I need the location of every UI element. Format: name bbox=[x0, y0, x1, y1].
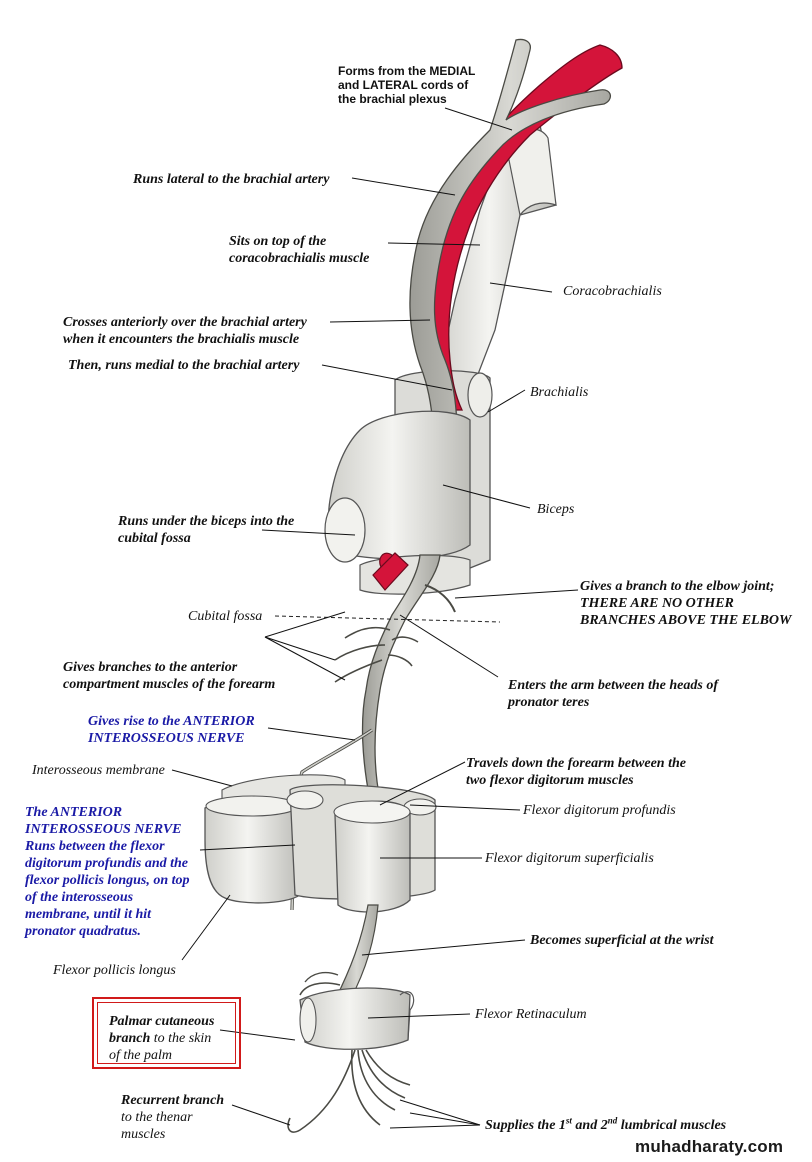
retinaculum-right-end bbox=[399, 991, 415, 1041]
supplies-post: lumbrical muscles bbox=[617, 1118, 727, 1133]
label-runs-under-biceps: Runs under the biceps into the cubital f… bbox=[118, 513, 294, 547]
fdp-top bbox=[286, 790, 324, 810]
label-palmar-rest2: of the palm bbox=[109, 1048, 172, 1063]
palmar-cutaneous-branch bbox=[299, 982, 341, 996]
label-anterior-branches-line2: compartment muscles of the forearm bbox=[63, 677, 276, 692]
label-coracobrachialis: Coracobrachialis bbox=[563, 284, 662, 299]
label-crosses-line2: when it encounters the brachialis muscle bbox=[63, 332, 300, 347]
label-ain-desc-line4: of the interosseous bbox=[25, 890, 134, 905]
label-crosses: Crosses anteriorly over the brachial art… bbox=[63, 314, 307, 348]
supplies-sup2: nd bbox=[607, 1115, 618, 1126]
label-enters-arm-line1: Enters the arm between the heads of bbox=[508, 678, 719, 693]
cubital-fossa-line bbox=[274, 615, 501, 623]
label-supplies-lumbricals: Supplies the 1st and 2nd lumbrical muscl… bbox=[485, 1115, 727, 1134]
label-cubital-fossa: Cubital fossa bbox=[188, 609, 263, 624]
label-biceps: Biceps bbox=[537, 502, 575, 517]
label-ain-desc-line1: Runs between the flexor bbox=[25, 839, 165, 854]
label-no-other-line2: BRANCHES ABOVE THE ELBOW bbox=[580, 613, 792, 628]
label-sits-on-top-line1: Sits on top of the bbox=[229, 234, 327, 249]
label-crosses-line1: Crosses anteriorly over the brachial art… bbox=[63, 315, 307, 330]
label-ain-desc-line3: flexor pollicis longus, on top bbox=[25, 873, 190, 888]
label-flexor-retinaculum: Flexor Retinaculum bbox=[475, 1007, 587, 1022]
palmar-highlight-box bbox=[92, 997, 241, 1069]
label-enters-arm: Enters the arm between the heads of pron… bbox=[508, 677, 718, 711]
label-travels-down-line2: two flexor digitorum muscles bbox=[466, 773, 634, 788]
label-forms-from-line2: and LATERAL cords of bbox=[338, 78, 469, 92]
label-brachialis: Brachialis bbox=[530, 385, 589, 400]
label-sits-on-top: Sits on top of the coracobrachialis musc… bbox=[229, 233, 369, 267]
label-fpl: Flexor pollicis longus bbox=[53, 963, 176, 978]
elbow-joint-branch bbox=[424, 584, 456, 613]
label-forms-from-line3: the brachial plexus bbox=[338, 92, 447, 106]
label-palmar-bold2: branch bbox=[109, 1031, 151, 1046]
palmar-cutaneous-branch-2 bbox=[304, 971, 339, 983]
label-gives-rise-ain: Gives rise to the ANTERIOR INTEROSSEOUS … bbox=[88, 713, 255, 747]
label-forms-from: Forms from the MEDIAL and LATERAL cords … bbox=[338, 64, 475, 106]
label-then-medial: Then, runs medial to the brachial artery bbox=[68, 358, 300, 373]
label-palmar-cutaneous: Palmar cutaneous branch to the skin of t… bbox=[109, 1013, 214, 1064]
fds-top bbox=[333, 800, 411, 824]
label-anterior-branches-line1: Gives branches to the anterior bbox=[63, 660, 238, 675]
label-superficial-wrist: Becomes superficial at the wrist bbox=[530, 933, 714, 948]
median-nerve-wrist bbox=[334, 904, 379, 1001]
label-runs-under-line2: cubital fossa bbox=[118, 531, 191, 546]
label-palmar-bold1: Palmar cutaneous bbox=[109, 1014, 215, 1029]
median-nerve-arm bbox=[409, 38, 611, 561]
fpl-top bbox=[205, 795, 299, 817]
retinaculum-left-end bbox=[299, 997, 317, 1043]
label-recurrent-branch: Recurrent branch to the thenar muscles bbox=[121, 1092, 224, 1143]
label-recurrent-rest1: to the thenar bbox=[121, 1110, 193, 1125]
label-ain-desc-line6: pronator quadratus. bbox=[25, 924, 141, 939]
label-ain-description: The ANTERIOR INTEROSSEOUS NERVE Runs bet… bbox=[25, 804, 190, 940]
label-ain-desc-line2: digitorum profundis and the bbox=[25, 856, 188, 871]
label-gives-rise-line2: INTEROSSEOUS NERVE bbox=[88, 731, 245, 746]
watermark: muhadharaty.com bbox=[635, 1137, 784, 1156]
leader-lines bbox=[171, 107, 579, 1129]
label-interosseous-membrane: Interosseous membrane bbox=[32, 763, 165, 778]
biceps-cut-end bbox=[324, 497, 366, 563]
label-fds: Flexor digitorum superficialis bbox=[485, 851, 654, 866]
label-sits-on-top-line2: coracobrachialis muscle bbox=[229, 251, 370, 266]
supplies-mid: and 2 bbox=[571, 1118, 608, 1133]
label-elbow-branch-line1: Gives a branch to the elbow joint; bbox=[580, 579, 775, 594]
anterior-compartment-branches bbox=[334, 626, 419, 683]
terminal-branches bbox=[287, 1049, 411, 1133]
label-runs-under-line1: Runs under the biceps into the bbox=[118, 514, 295, 529]
supplies-sup1: st bbox=[565, 1115, 572, 1126]
label-gives-rise-line1: Gives rise to the ANTERIOR bbox=[88, 714, 255, 729]
label-recurrent-rest2: muscles bbox=[121, 1127, 166, 1142]
label-forms-from-line1: Forms from the MEDIAL bbox=[338, 64, 476, 78]
label-runs-lateral: Runs lateral to the brachial artery bbox=[133, 172, 330, 187]
label-ain-title-line1: The ANTERIOR bbox=[25, 805, 123, 820]
brachial-artery-stump bbox=[372, 552, 409, 591]
label-travels-down: Travels down the forearm between the two… bbox=[466, 755, 686, 789]
label-palmar-rest1: to the skin bbox=[150, 1031, 212, 1046]
label-recurrent-bold: Recurrent branch bbox=[121, 1093, 225, 1108]
brachialis-end bbox=[467, 372, 493, 418]
label-ain-title-line2: INTEROSSEOUS NERVE bbox=[25, 822, 182, 837]
label-enters-arm-line2: pronator teres bbox=[508, 695, 590, 710]
supplies-pre: Supplies the 1 bbox=[485, 1118, 566, 1133]
label-elbow-branch: Gives a branch to the elbow joint; THERE… bbox=[580, 578, 791, 629]
label-travels-down-line1: Travels down the forearm between the bbox=[466, 756, 686, 771]
label-ain-desc-line5: membrane, until it hit bbox=[25, 907, 152, 922]
label-fdp: Flexor digitorum profundis bbox=[523, 803, 676, 818]
label-no-other-line1: THERE ARE NO OTHER bbox=[580, 596, 734, 611]
label-anterior-branches: Gives branches to the anterior compartme… bbox=[63, 659, 275, 693]
